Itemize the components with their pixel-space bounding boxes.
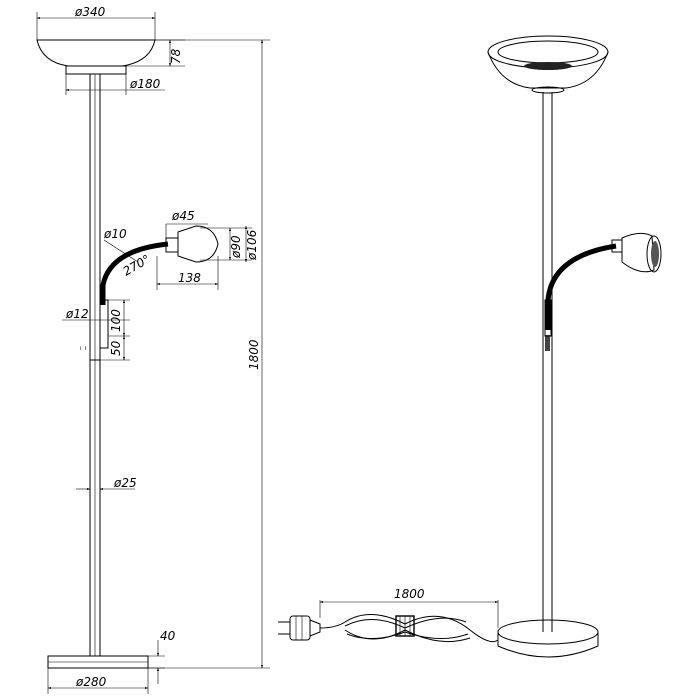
perspective-view-drawing: 1800 bbox=[278, 35, 662, 658]
power-cable bbox=[319, 613, 499, 643]
svg-text:ᵢ ᵢ: ᵢ ᵢ bbox=[80, 343, 86, 353]
reading-lamp-head bbox=[165, 225, 219, 263]
dim-top-diameter: ø340 bbox=[36, 5, 156, 40]
dim-shade-height: 78 bbox=[126, 39, 185, 67]
pole bbox=[89, 74, 101, 656]
uplight-bowl bbox=[36, 39, 156, 67]
flexible-arm bbox=[99, 241, 169, 349]
side-view-drawing: ᵢ ᵢ ø340 78 bbox=[36, 5, 270, 694]
dim-base-diameter: ø280 bbox=[47, 668, 149, 694]
total-height-label: 1800 bbox=[247, 339, 261, 370]
power-plug bbox=[278, 615, 321, 641]
dim-reach: 138 bbox=[156, 256, 219, 290]
pole-upper-label: ø12 bbox=[65, 307, 89, 321]
head-diameter-label: ø45 bbox=[171, 209, 195, 223]
pole-diameter-label: ø25 bbox=[113, 476, 137, 490]
perspective-bowl bbox=[487, 35, 609, 94]
base-height-label: 40 bbox=[160, 629, 176, 643]
dim-collar-diameter: ø180 bbox=[65, 74, 165, 95]
reach-label: 138 bbox=[178, 271, 201, 285]
shade-height-label: 78 bbox=[169, 48, 183, 64]
bowl-collar bbox=[65, 65, 127, 75]
top-diameter-label: ø340 bbox=[74, 5, 106, 19]
dim-pole-diameter: ø25 bbox=[76, 476, 137, 491]
perspective-base bbox=[497, 619, 599, 658]
base bbox=[47, 655, 149, 669]
switch-marks: ᵢ ᵢ bbox=[80, 343, 100, 361]
base-diameter-label: ø280 bbox=[75, 675, 107, 689]
dim-cable-length: 1800 bbox=[319, 587, 499, 628]
perspective-pole bbox=[542, 92, 553, 632]
cable-length-label: 1800 bbox=[394, 587, 425, 601]
perspective-reading-head bbox=[611, 232, 662, 273]
dim-base-height: 40 bbox=[148, 629, 176, 684]
flex-diameter-label: ø10 bbox=[103, 227, 127, 241]
collar-diameter-label: ø180 bbox=[129, 77, 161, 91]
dim-head-diameter: ø45 bbox=[165, 209, 208, 238]
perspective-flex-arm bbox=[544, 243, 617, 337]
shade-inner-label: ø90 bbox=[229, 235, 243, 259]
dim-total-height: 1800 bbox=[148, 39, 270, 669]
offset-50-label: 50 bbox=[109, 340, 123, 356]
dim-switch-offsets: 100 50 bbox=[100, 299, 130, 361]
dim-shade-diameters: ø90 ø106 bbox=[200, 225, 259, 263]
shade-outer-label: ø106 bbox=[245, 229, 259, 261]
offset-100-label: 100 bbox=[109, 309, 123, 332]
dim-pole-upper: ø12 bbox=[62, 307, 130, 321]
dim-flex-diameter: ø10 bbox=[103, 227, 139, 263]
